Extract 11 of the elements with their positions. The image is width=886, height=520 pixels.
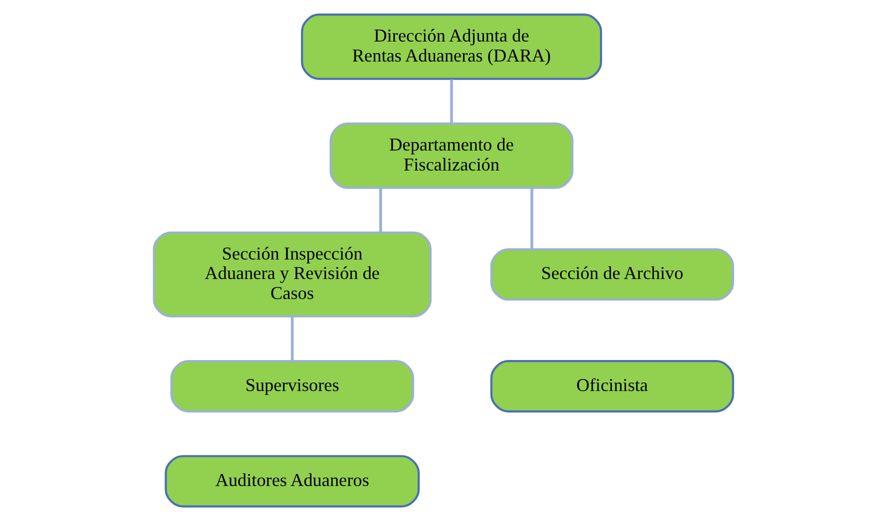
connector [290,316,294,360]
node-box: Sección Inspección Aduanera y Revisión de Casos [152,231,432,317]
connector [378,188,382,232]
node-box: Departamento de Fiscalización [329,122,573,188]
node-box: Dirección Adjunta de Rentas Aduaneras (DARA) [300,13,602,80]
node-box: Sección de Archivo [490,248,734,300]
connector [530,188,533,249]
node-box: Oficinista [490,360,734,412]
node-box: Auditores Aduaneros [164,454,420,507]
connector [450,78,452,123]
node-box: Supervisores [170,360,414,412]
